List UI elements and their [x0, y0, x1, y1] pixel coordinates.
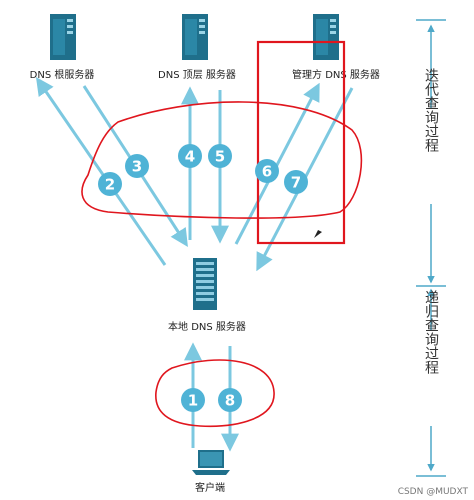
- root-server-label: DNS 根服务器: [30, 68, 95, 81]
- tld-server-label: DNS 顶层 服务器: [158, 68, 236, 81]
- auth-server-label: 管理方 DNS 服务器: [292, 68, 380, 81]
- cursor-icon: [314, 230, 322, 238]
- step-badge-4: 4: [178, 144, 202, 168]
- svg-text:2: 2: [105, 176, 115, 194]
- svg-text:7: 7: [291, 174, 301, 192]
- svg-text:1: 1: [188, 392, 198, 410]
- step-badge-7: 7: [284, 170, 308, 194]
- svg-text:3: 3: [132, 158, 142, 176]
- recursive-process-label: 递归查询过程: [423, 290, 439, 375]
- svg-text:4: 4: [185, 148, 195, 166]
- tld-server-icon: [182, 14, 208, 60]
- laptop-icon: [192, 450, 230, 475]
- auth-server-icon: [313, 14, 339, 60]
- recursive-highlight-ellipse: [155, 359, 275, 428]
- step-badge-5: 5: [208, 144, 232, 168]
- step-badge-8: 8: [218, 388, 242, 412]
- local-server-icon: [193, 258, 217, 310]
- iterative-process-label: 迭代查询过程: [423, 68, 439, 153]
- root-server-icon: [50, 14, 76, 60]
- step-badge-6: 6: [255, 159, 279, 183]
- local-server-label: 本地 DNS 服务器: [168, 320, 246, 333]
- svg-text:8: 8: [225, 392, 235, 410]
- auth-highlight-box: [256, 40, 346, 245]
- iterative-highlight-ellipse: [81, 101, 363, 219]
- arrow-step-2: [35, 77, 167, 266]
- step-badge-2: 2: [98, 172, 122, 196]
- svg-text:6: 6: [262, 163, 272, 181]
- watermark: CSDN @MUDXT: [398, 487, 469, 497]
- step-badge-1: 1: [181, 388, 205, 412]
- client-label: 客户端: [195, 481, 225, 494]
- svg-text:5: 5: [215, 148, 225, 166]
- step-badge-3: 3: [125, 154, 149, 178]
